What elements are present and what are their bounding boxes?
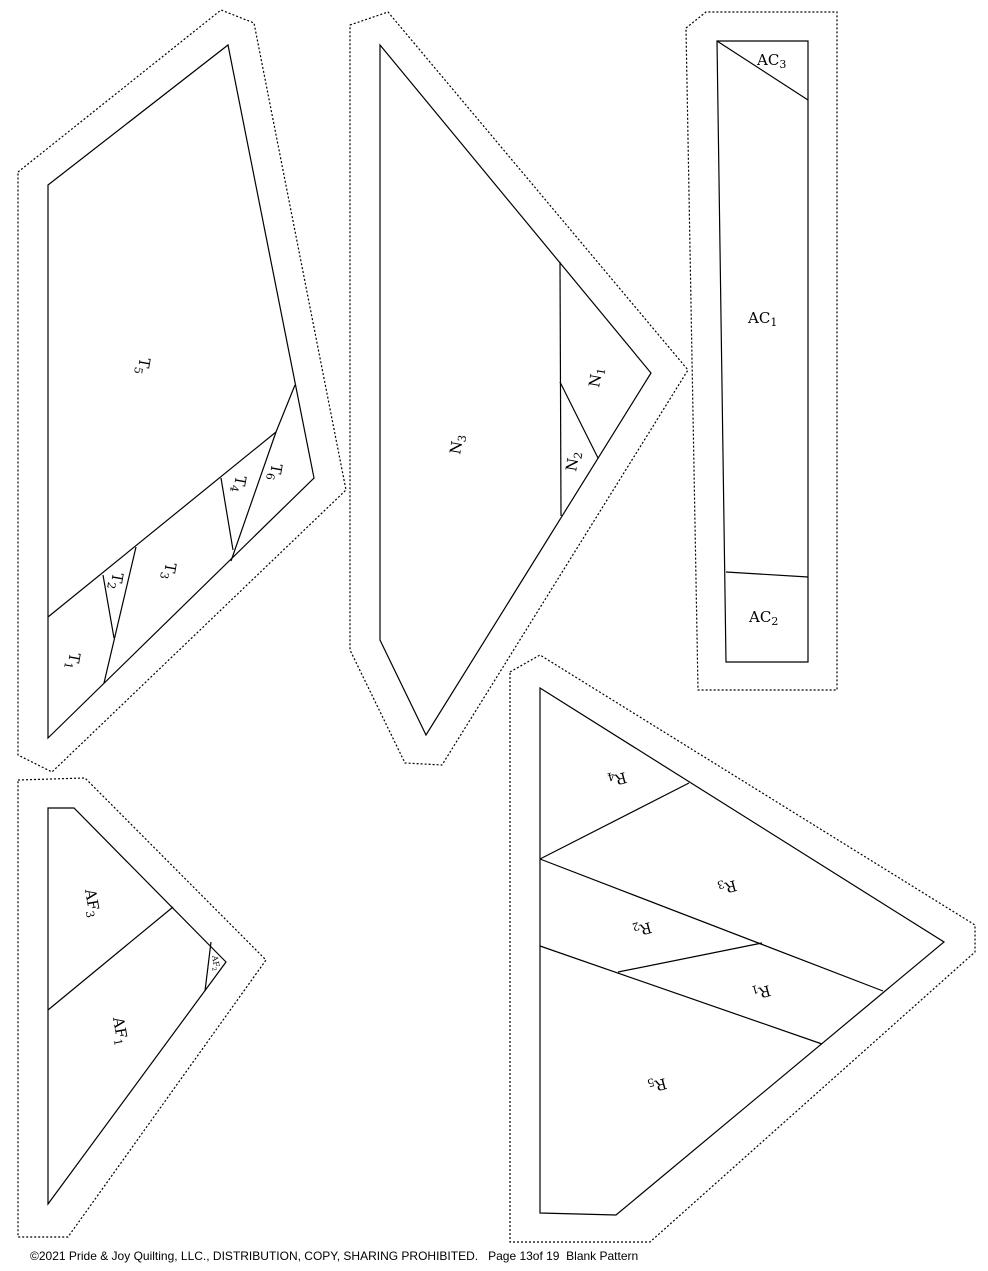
seam-line — [559, 261, 562, 517]
block-t: T5 T1 T2 T3 T4 T6 — [17, 9, 347, 773]
seam-line — [102, 574, 115, 639]
label-n3: N3 — [446, 433, 469, 456]
block-ac-outline — [716, 40, 809, 663]
block-r-outline — [539, 686, 946, 1216]
seam-allowance-n — [349, 11, 689, 766]
label-r2: R2 — [631, 916, 654, 940]
seam-allowance-af — [17, 777, 267, 1238]
label-t6: T6 — [263, 462, 286, 482]
label-t4: T4 — [227, 474, 250, 494]
seam-line — [47, 906, 174, 1011]
seam-allowance-ac — [685, 11, 838, 691]
seam-allowance-r — [509, 654, 976, 1243]
seam-line — [539, 782, 690, 860]
label-ac2: AC2 — [748, 608, 778, 628]
label-r5: R5 — [646, 1072, 669, 1096]
seam-line — [220, 477, 234, 551]
copyright-footer: ©2021 Pride & Joy Quilting, LLC., DISTRI… — [30, 1249, 639, 1263]
seam-line — [716, 40, 809, 101]
block-n: N3 N1 N2 — [349, 11, 689, 766]
seam-line — [617, 942, 763, 973]
block-af-outline — [47, 807, 227, 1206]
seam-line — [539, 945, 823, 1045]
seam-line — [47, 384, 296, 618]
label-n1: N1 — [585, 366, 608, 389]
label-r3: R3 — [716, 874, 739, 898]
seam-line — [725, 571, 809, 578]
seam-line — [103, 546, 137, 684]
label-af1: AF1 — [107, 1015, 132, 1047]
label-r4: R4 — [606, 766, 629, 790]
seam-line — [539, 858, 884, 992]
label-ac1: AC1 — [747, 309, 777, 329]
block-ac: AC3 AC1 AC2 — [685, 11, 838, 691]
block-af: AF3 AF1 AF2 — [17, 777, 267, 1238]
label-t5: T5 — [131, 356, 154, 376]
seam-line — [559, 381, 599, 459]
label-af3: AF3 — [79, 887, 104, 919]
seam-line — [230, 431, 277, 562]
block-n-outline — [379, 43, 652, 737]
label-n2: N2 — [562, 450, 585, 473]
label-t3: T3 — [157, 561, 180, 581]
seam-line — [204, 941, 212, 992]
label-t1: T1 — [61, 651, 84, 671]
seam-allowance-t — [17, 9, 347, 773]
block-r: R4 R3 R2 R1 R5 — [509, 654, 976, 1243]
label-ac3: AC3 — [756, 51, 786, 71]
label-t2: T2 — [104, 571, 127, 591]
label-r1: R1 — [750, 979, 773, 1003]
label-af2: AF2 — [208, 954, 222, 972]
block-t-outline — [47, 43, 315, 740]
